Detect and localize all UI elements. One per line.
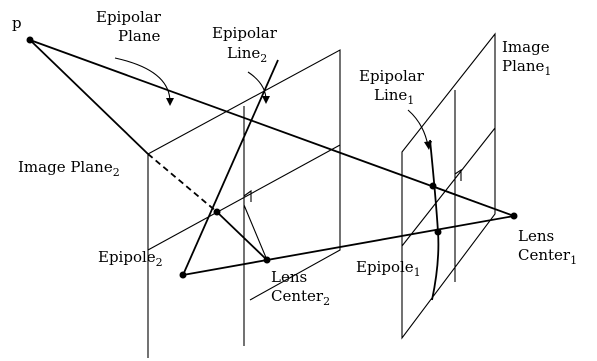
label-epipolar-line-2-line-1: Epipolar [212,24,278,42]
epipolar-line-2 [182,59,279,276]
label-epipolar-line-2-line-2: Line2 [227,44,267,65]
epipolar-line-2-arrow [247,71,267,101]
image-plane-1-outline [401,32,496,340]
label-lens-center-2-line-2: Center2 [271,287,330,308]
epipolar-plane-arrow [114,57,171,103]
image-plane-2-horizontal-line [147,144,341,251]
epipole-2-to-lens-center [243,204,268,261]
epipolar-line-1 [429,139,440,301]
image-plane-2-outline [147,49,341,358]
label-lens-center-2-line-1: Lens [271,268,307,286]
image-plane-1-horizontal-line [401,127,496,247]
lens-center-1-ray [432,185,515,217]
label-epipolar-line-1-line-2: Line1 [374,86,414,107]
ray-p-solid-part [29,39,149,155]
label-lens-center-1-line-2: Center1 [518,246,577,267]
label-image-plane-1-line-2: Plane1 [502,57,551,78]
label-image-plane-1-line-1: Image [502,38,550,56]
epipolar-line-1-arrowhead [424,141,432,150]
label-epipolar-plane-line-2: Plane [118,27,160,45]
point-projection-2 [213,208,221,216]
right-angle-marker-2 [243,189,252,202]
ray-p-dashed-part [147,153,218,213]
label-lens-center-1-line-1: Lens [518,227,554,245]
point-projection-1 [429,182,437,190]
baseline [182,215,515,276]
point-lens-center-2 [263,256,271,264]
label-epipole-1: Epipole1 [356,258,421,279]
epipolar-line-2-arrowhead [262,96,270,104]
ray-to-lens-center-2 [216,211,268,261]
label-image-plane-2: Image Plane2 [18,158,120,179]
label-epipolar-plane-line-1: Epipolar [96,8,162,26]
right-angle-marker-1 [454,168,462,181]
label-p: p [12,14,22,32]
label-epipole-2: Epipole2 [98,248,163,269]
point-lens-center-1 [510,212,518,220]
point-epipole-1 [434,228,442,236]
point-p [26,36,34,44]
point-epipole-2 [179,271,187,279]
label-epipolar-line-1-line-1: Epipolar [359,67,425,85]
epipolar-plane-arrowhead [166,98,174,106]
